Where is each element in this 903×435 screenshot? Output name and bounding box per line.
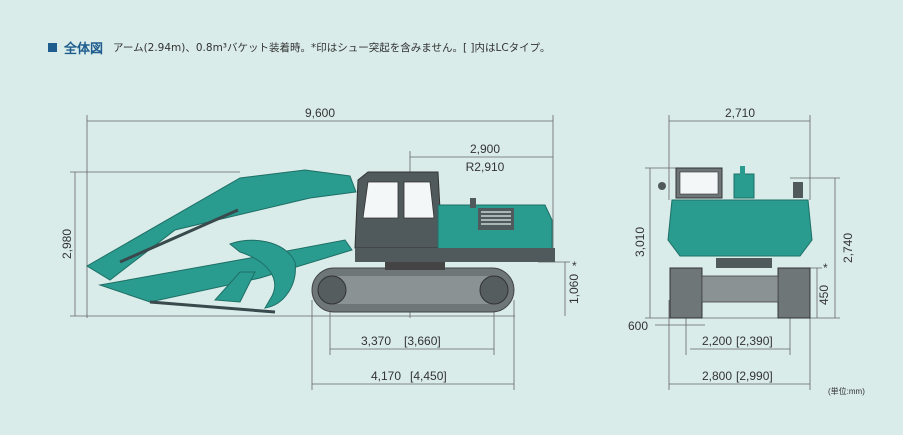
diagram-caption: アーム(2.94m)、0.8m³バケット装着時。*印はシュー突起を含みません。[… xyxy=(113,41,551,54)
diagram-header: 全体図 アーム(2.94m)、0.8m³バケット装着時。*印はシュー突起を含みま… xyxy=(48,37,550,57)
ground-clearance-asterisk: * xyxy=(823,261,828,275)
crawler-width-label: 2,800 xyxy=(702,369,732,383)
rear-length-label: 2,900 xyxy=(470,142,500,156)
front-view-dimensions: 2,710 3,010 2,740 450 * 600 2,200 [2,390… xyxy=(628,106,865,396)
ground-clearance-label: 450 xyxy=(817,285,831,305)
height-to-top-label: 2,740 xyxy=(841,233,855,263)
tumbler-distance-label: 3,370 xyxy=(361,334,391,348)
tail-radius-label: R2,910 xyxy=(466,160,505,174)
diagram-title: 全体図 xyxy=(64,41,104,57)
crawler-width-lc-label: [2,990] xyxy=(736,369,773,383)
overall-width-label: 2,710 xyxy=(725,106,755,120)
tumbler-distance-lc-label: [3,660] xyxy=(404,334,441,348)
side-view-dimensions: 9,600 2,900 R2,910 2,980 1,060 * 3,370 [… xyxy=(60,106,581,383)
counterweight-clearance-label: 1,060 xyxy=(567,274,581,304)
counterweight-asterisk: * xyxy=(572,259,577,273)
shoe-width-label: 600 xyxy=(628,319,648,333)
cab-height-label: 3,010 xyxy=(633,227,647,257)
unit-note: (単位:mm) xyxy=(828,386,865,396)
side-view-excavator xyxy=(86,169,555,314)
overall-length-label: 9,600 xyxy=(305,106,335,120)
front-view-excavator xyxy=(658,166,813,319)
side-view-lines xyxy=(70,115,570,390)
overall-height-label: 2,980 xyxy=(60,229,74,259)
track-gauge-label: 2,200 xyxy=(702,334,732,348)
track-length-lc-label: [4,450] xyxy=(410,369,447,383)
header-square-icon xyxy=(48,42,57,52)
track-length-label: 4,170 xyxy=(371,369,401,383)
track-gauge-lc-label: [2,390] xyxy=(736,334,773,348)
